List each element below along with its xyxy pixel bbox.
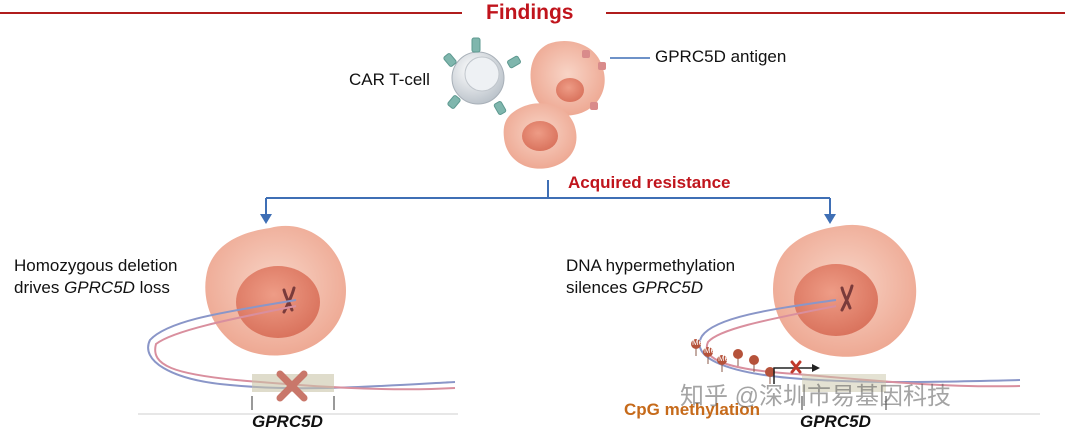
me-text-3: Me (718, 354, 730, 363)
car-t-cell-label: CAR T-cell (349, 70, 430, 89)
me-marker (691, 339, 701, 356)
tumor-cell-lower (503, 103, 577, 169)
header-rule-left (0, 12, 462, 14)
right-panel-caption: DNA hypermethylation silences GPRC5D (566, 255, 735, 299)
chromosome-icon-right (840, 284, 854, 312)
me-marker (765, 367, 775, 384)
left-myeloma-cell (205, 225, 346, 356)
acquired-resistance-label: Acquired resistance (568, 173, 731, 192)
me-text-1: Me (692, 338, 704, 347)
right-caption-line2: silences GPRC5D (566, 278, 703, 297)
right-gene-label: GPRC5D (800, 412, 871, 431)
left-caption-line1: Homozygous deletion (14, 256, 178, 275)
left-caption-line2: drives GPRC5D loss (14, 278, 170, 297)
tumor-cell-upper (530, 40, 606, 116)
resistance-bracket (265, 180, 831, 216)
arrow-head-left (260, 214, 272, 224)
figure-title: Findings (486, 1, 574, 24)
me-marker (717, 355, 727, 372)
left-dna-helix (147, 299, 456, 391)
right-caption-line1: DNA hypermethylation (566, 256, 736, 275)
methylation-markers (691, 339, 775, 384)
deletion-x-icon (276, 370, 308, 402)
right-myeloma-cell (773, 224, 917, 357)
me-text-2: Me (704, 346, 716, 355)
left-gene-segment (251, 374, 335, 410)
cpg-methylation-label: CpG methylation (624, 400, 761, 419)
me-marker (703, 347, 713, 364)
left-panel-caption: Homozygous deletion drives GPRC5D loss (14, 255, 177, 299)
blocked-transcription-arrow (773, 360, 820, 384)
me-marker (733, 349, 743, 366)
right-gene-segment (801, 374, 887, 410)
me-marker (749, 355, 759, 372)
left-gene-label: GPRC5D (252, 412, 323, 431)
arrow-head-right (824, 214, 836, 224)
right-dna-helix (698, 299, 1021, 388)
watermark-text: 知乎 @深圳市易基因科技 (680, 383, 952, 410)
header-rule-right (606, 12, 1065, 14)
car-t-cell (443, 37, 521, 115)
gprc5d-antigen-label: GPRC5D antigen (655, 47, 787, 66)
